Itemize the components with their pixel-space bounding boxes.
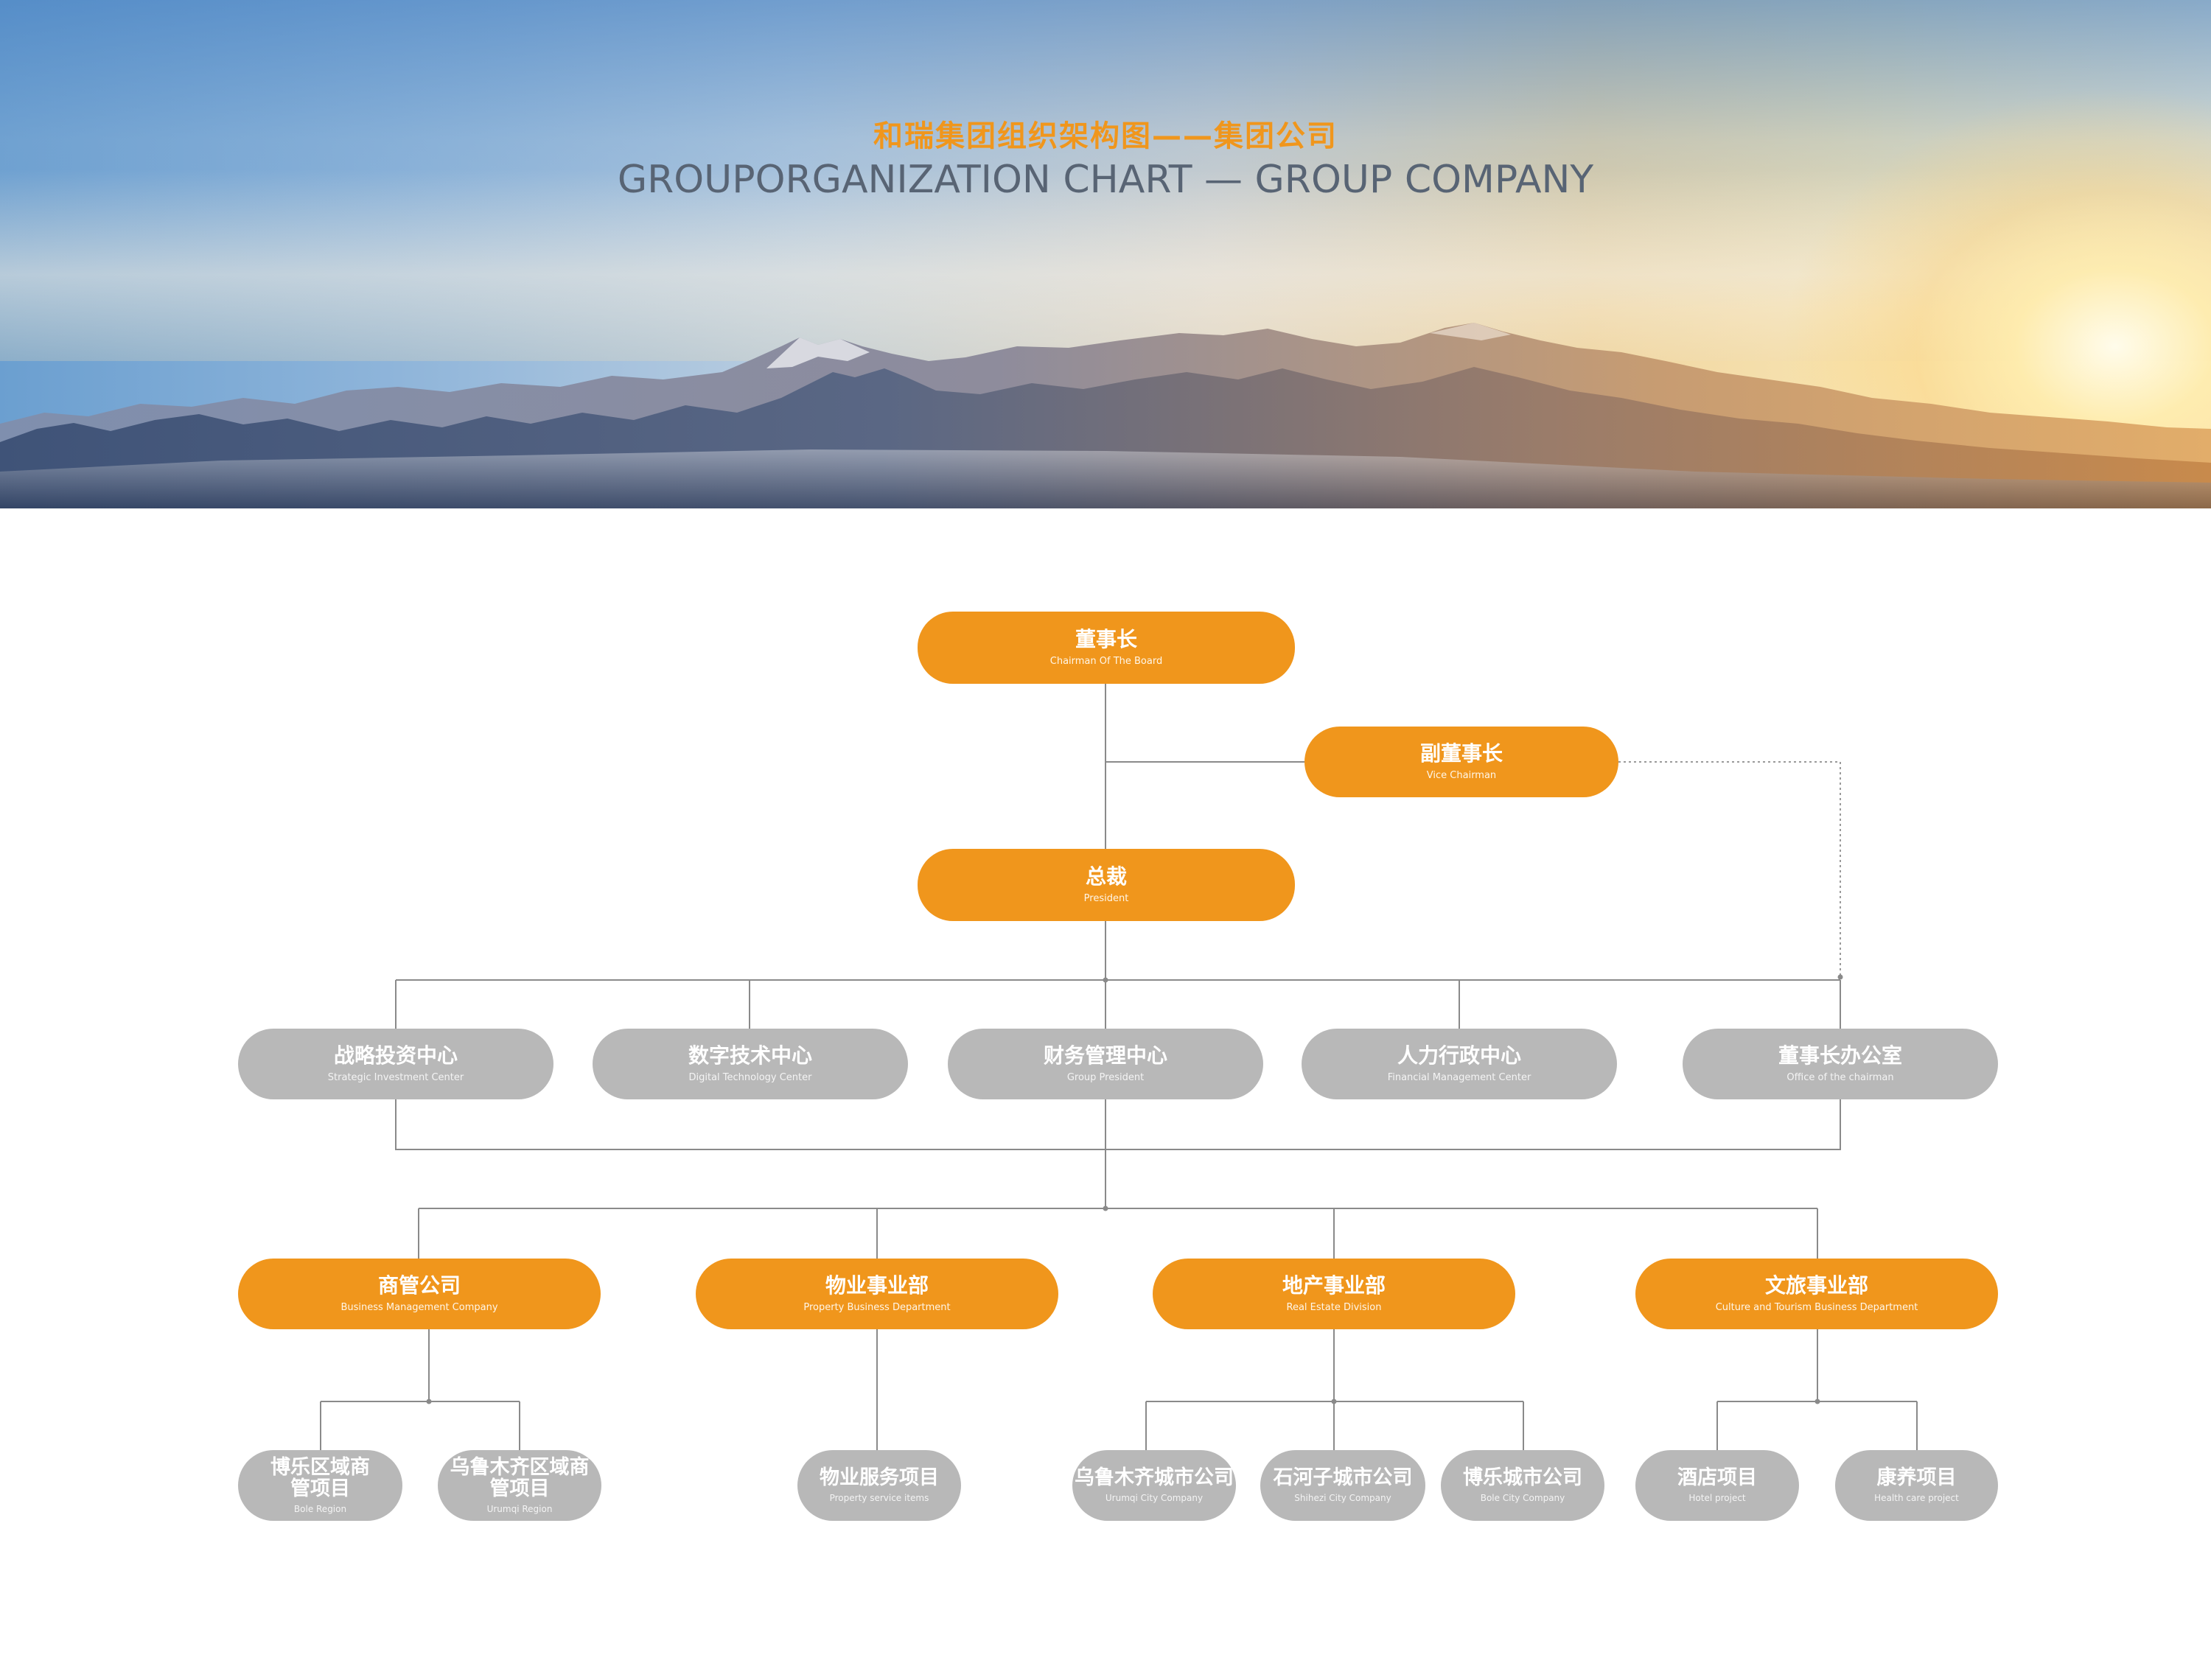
node-label-cn: 物业事业部: [825, 1273, 929, 1298]
node-label-cn: 总裁: [1085, 864, 1127, 889]
node-label-cn: 地产事业部: [1282, 1273, 1386, 1298]
node-label-en: Property Business Department: [803, 1302, 951, 1314]
node-bole-region: 博乐区域商管项目 Bole Region: [238, 1450, 402, 1521]
node-label-en: Financial Management Center: [1387, 1072, 1531, 1084]
node-shihezi-city-company: 石河子城市公司 Shihezi City Company: [1260, 1450, 1425, 1521]
node-label-cn: 财务管理中心: [1043, 1043, 1167, 1068]
node-label-en: Culture and Tourism Business Department: [1715, 1302, 1918, 1314]
node-health-care-project: 康养项目 Health care project: [1835, 1450, 1998, 1521]
node-label-cn: 康养项目: [1876, 1466, 1957, 1490]
node-label-cn: 石河子城市公司: [1273, 1466, 1413, 1490]
node-label-en: President: [1083, 893, 1129, 905]
node-label-en: Shihezi City Company: [1294, 1493, 1391, 1504]
centers-bracket-line: [395, 1099, 1841, 1150]
node-label-cn: 商管公司: [377, 1273, 461, 1298]
mountain-range-illustration: [0, 323, 2211, 508]
node-label-en: Urumqi Region: [486, 1503, 553, 1514]
node-label-en: Bole Region: [293, 1503, 347, 1514]
node-label-en: Group President: [1066, 1072, 1145, 1084]
business-units-line: [320, 1329, 520, 1450]
node-label-cn: 物业服务项目: [820, 1466, 939, 1490]
node-financial-management-center: 财务管理中心 Group President: [948, 1029, 1263, 1099]
node-label-en: Bole City Company: [1480, 1493, 1565, 1504]
page-title: 和瑞集团组织架构图——集团公司: [873, 119, 1338, 153]
node-label-cn: 数字技术中心: [688, 1043, 812, 1068]
node-label-cn: 博乐城市公司: [1463, 1466, 1582, 1490]
node-label-en: Real Estate Division: [1286, 1302, 1382, 1314]
node-label-en: Urumqi City Company: [1105, 1493, 1204, 1504]
tourism-units-line: [1716, 1329, 1918, 1450]
node-bole-city-company: 博乐城市公司 Bole City Company: [1441, 1450, 1604, 1521]
realestate-units-line: [1145, 1329, 1524, 1450]
vice-chairman-dotted-line: [1618, 761, 1841, 977]
node-chairman: 董事长 Chairman Of The Board: [918, 612, 1295, 684]
node-label-cn: 文旅事业部: [1764, 1273, 1868, 1298]
node-urumqi-city-company: 乌鲁木齐城市公司 Urumqi City Company: [1072, 1450, 1236, 1521]
node-label-en: Strategic Investment Center: [327, 1072, 464, 1084]
node-label-en: Chairman Of The Board: [1049, 656, 1163, 668]
node-real-estate-division: 地产事业部 Real Estate Division: [1153, 1259, 1515, 1329]
node-label-cn: 人力行政中心: [1397, 1043, 1521, 1068]
node-chairman-office: 董事长办公室 Office of the chairman: [1683, 1029, 1998, 1099]
header-banner: 和瑞集团组织架构图——集团公司 GROUPORGANIZATION CHART …: [0, 0, 2211, 508]
node-label-en: Vice Chairman: [1426, 770, 1497, 782]
node-property-service-items: 物业服务项目 Property service items: [797, 1450, 961, 1521]
node-label-cn: 乌鲁木齐区域商管项目: [450, 1455, 590, 1501]
node-business-management-company: 商管公司 Business Management Company: [238, 1259, 601, 1329]
node-label-en: Digital Technology Center: [688, 1072, 812, 1084]
page-subtitle: GROUPORGANIZATION CHART — GROUP COMPANY: [617, 158, 1594, 202]
node-label-cn: 副董事长: [1419, 741, 1503, 766]
node-president: 总裁 President: [918, 849, 1295, 921]
node-label-en: Hotel project: [1688, 1493, 1746, 1504]
node-strategic-investment-center: 战略投资中心 Strategic Investment Center: [238, 1029, 553, 1099]
node-hr-administration-center: 人力行政中心 Financial Management Center: [1302, 1029, 1617, 1099]
node-label-en: Business Management Company: [340, 1302, 498, 1314]
node-label-cn: 战略投资中心: [333, 1043, 458, 1068]
node-label-en: Office of the chairman: [1786, 1072, 1894, 1084]
node-label-cn: 酒店项目: [1677, 1466, 1757, 1490]
node-digital-technology-center: 数字技术中心 Digital Technology Center: [593, 1029, 908, 1099]
node-culture-tourism-department: 文旅事业部 Culture and Tourism Business Depar…: [1635, 1259, 1998, 1329]
node-vice-chairman: 副董事长 Vice Chairman: [1304, 727, 1618, 797]
node-label-en: Property service items: [829, 1493, 929, 1504]
node-label-cn: 博乐区域商管项目: [270, 1455, 370, 1501]
node-label-cn: 乌鲁木齐城市公司: [1075, 1466, 1234, 1490]
node-urumqi-region: 乌鲁木齐区域商管项目 Urumqi Region: [438, 1450, 601, 1521]
node-label-cn: 董事长办公室: [1778, 1043, 1902, 1068]
node-hotel-project: 酒店项目 Hotel project: [1635, 1450, 1799, 1521]
node-label-en: Health care project: [1874, 1493, 1959, 1504]
node-property-business-department: 物业事业部 Property Business Department: [696, 1259, 1058, 1329]
node-label-cn: 董事长: [1075, 627, 1137, 652]
